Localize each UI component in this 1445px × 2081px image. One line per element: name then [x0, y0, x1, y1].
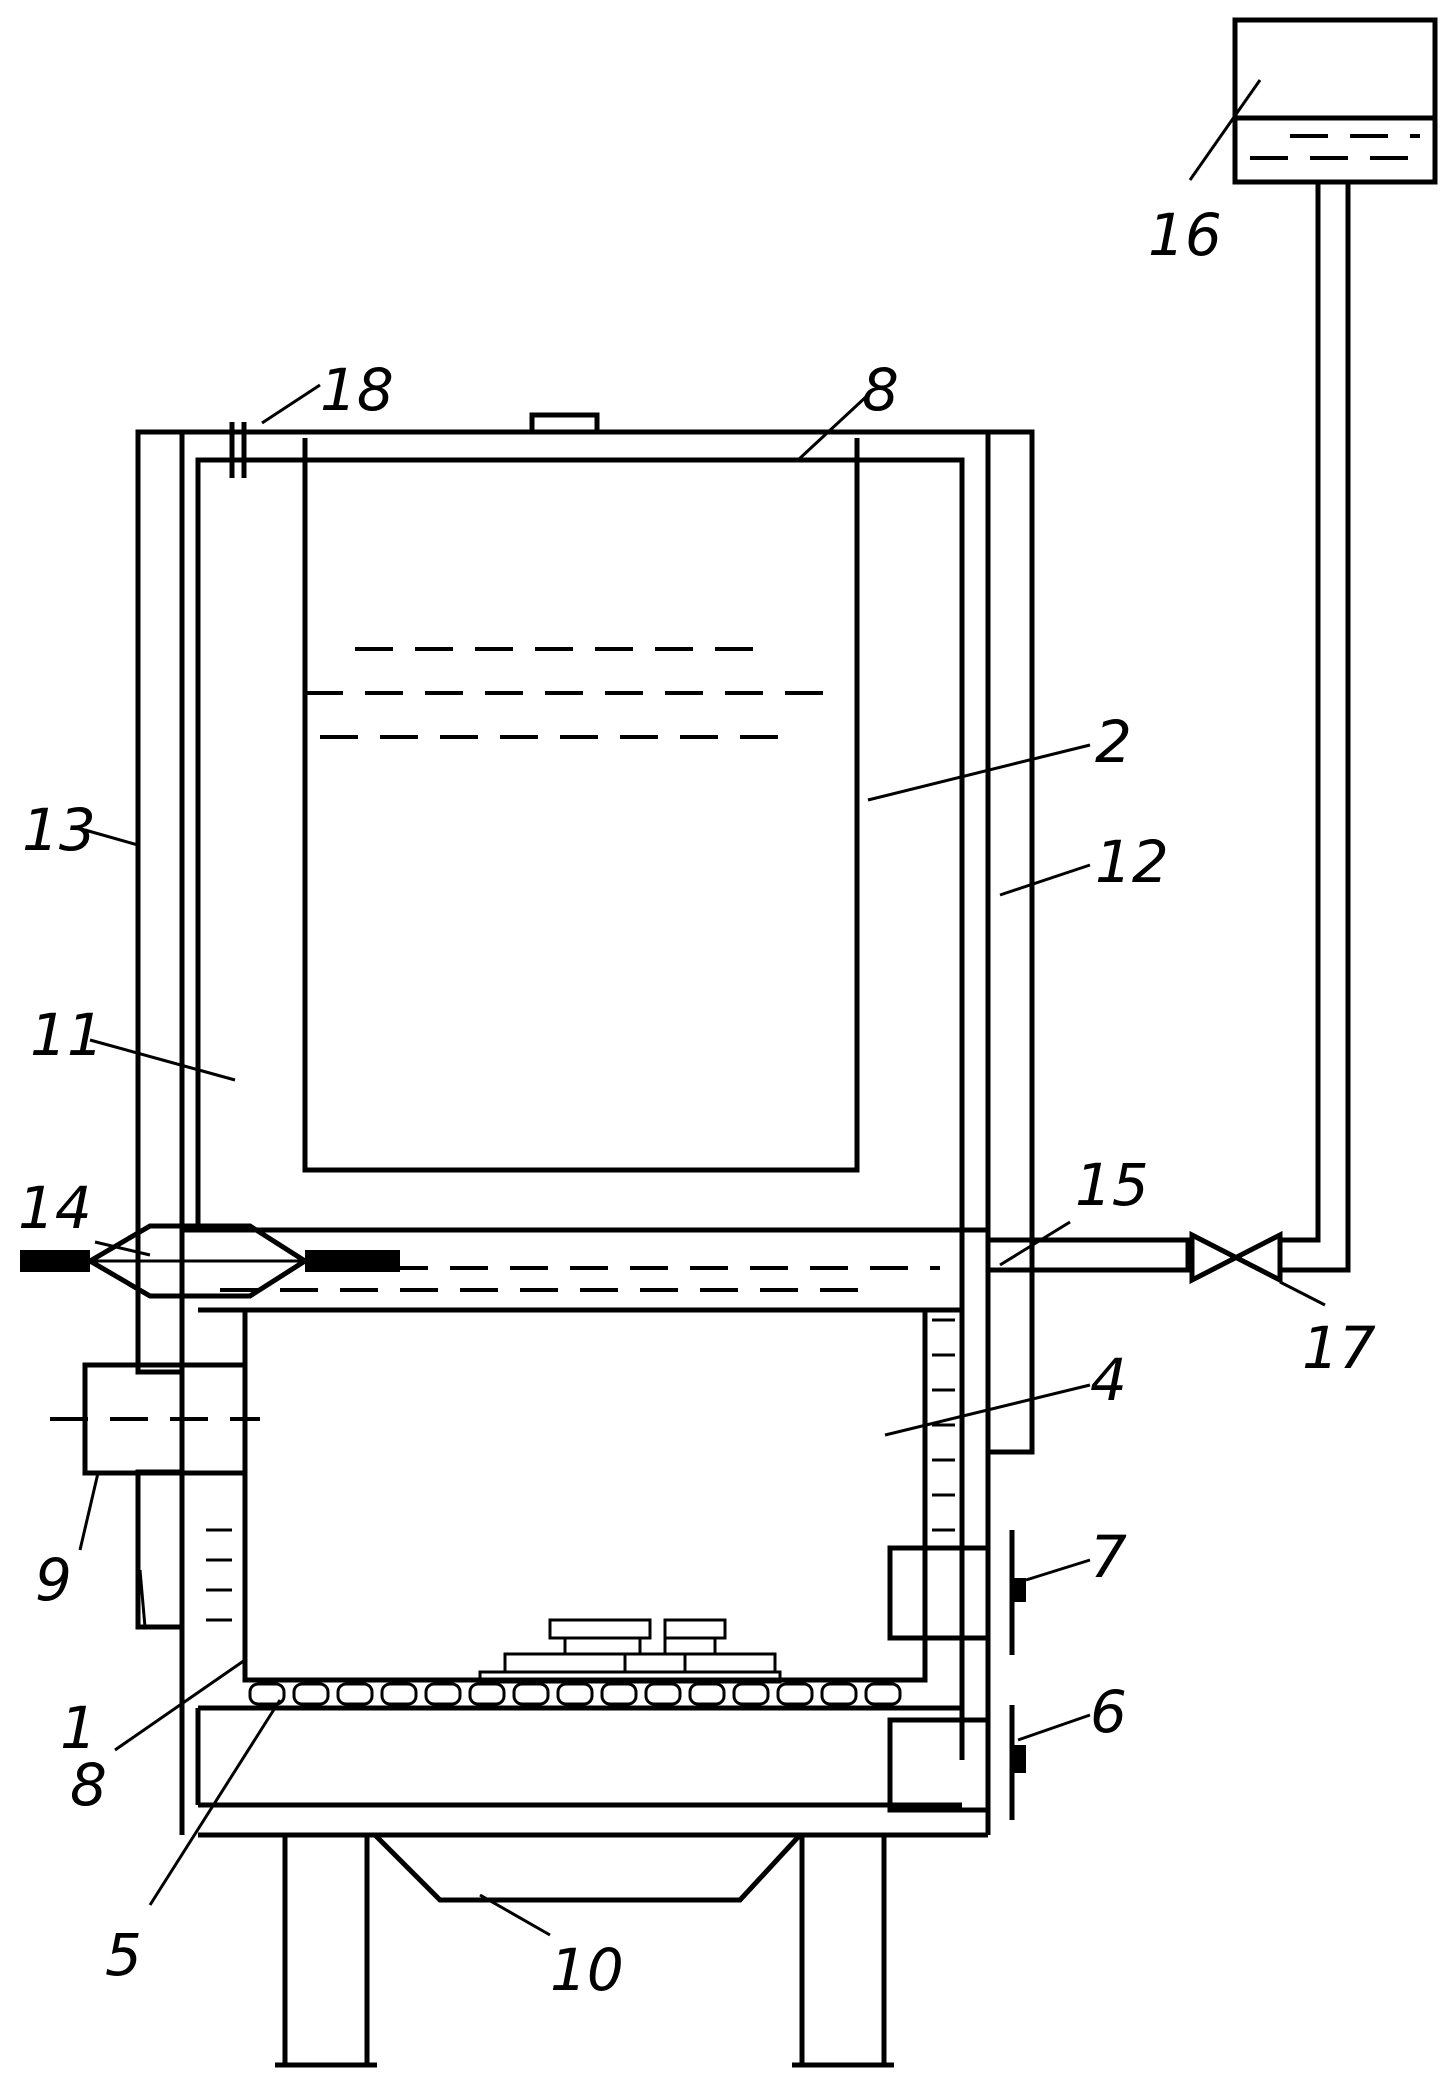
- label-18: 18: [320, 356, 394, 424]
- label-15: 15: [1075, 1151, 1149, 1219]
- fuel-door-handle: [1012, 1578, 1026, 1602]
- label-14: 14: [18, 1174, 92, 1242]
- firebox: [245, 1310, 925, 1680]
- left-wall-water-dashes: [206, 1530, 232, 1620]
- label-10: 10: [550, 1936, 624, 2004]
- label-2: 2: [1095, 708, 1132, 776]
- ash-door: [890, 1720, 988, 1810]
- inner-jacket: [198, 460, 962, 1760]
- left-insulation-lower: [138, 1472, 182, 1627]
- grate-bars: [250, 1684, 900, 1704]
- feed-pipe-return-inner: [1280, 180, 1348, 1270]
- right-insulation: [988, 432, 1032, 1452]
- sight-gauge-right-end: [305, 1250, 400, 1272]
- label-8-bottom: 8: [70, 1751, 107, 1819]
- ash-door-handle: [1012, 1745, 1026, 1773]
- label-16: 16: [1148, 201, 1222, 269]
- label-9: 9: [35, 1546, 72, 1614]
- top-port: [532, 415, 597, 432]
- label-6: 6: [1090, 1678, 1127, 1746]
- leader-lines: [80, 80, 1325, 1935]
- label-4: 4: [1090, 1346, 1127, 1414]
- flue-pipe: [85, 1365, 245, 1473]
- right-wall-water-dashes: [932, 1320, 955, 1530]
- label-7: 7: [1090, 1523, 1127, 1591]
- label-11: 11: [30, 1001, 104, 1069]
- fuel-pile: [480, 1620, 780, 1682]
- ash-collector: [375, 1835, 800, 1900]
- label-17: 17: [1302, 1314, 1376, 1382]
- label-12: 12: [1095, 828, 1169, 896]
- label-5: 5: [105, 1921, 142, 1989]
- valve: [1192, 1235, 1280, 1280]
- sight-gauge-left-end: [20, 1250, 90, 1272]
- feed-pipe-return: [1280, 180, 1318, 1240]
- fuel-door: [890, 1548, 988, 1638]
- label-13: 13: [22, 796, 96, 864]
- label-8-top: 8: [862, 356, 899, 424]
- water-tank: [305, 438, 857, 1170]
